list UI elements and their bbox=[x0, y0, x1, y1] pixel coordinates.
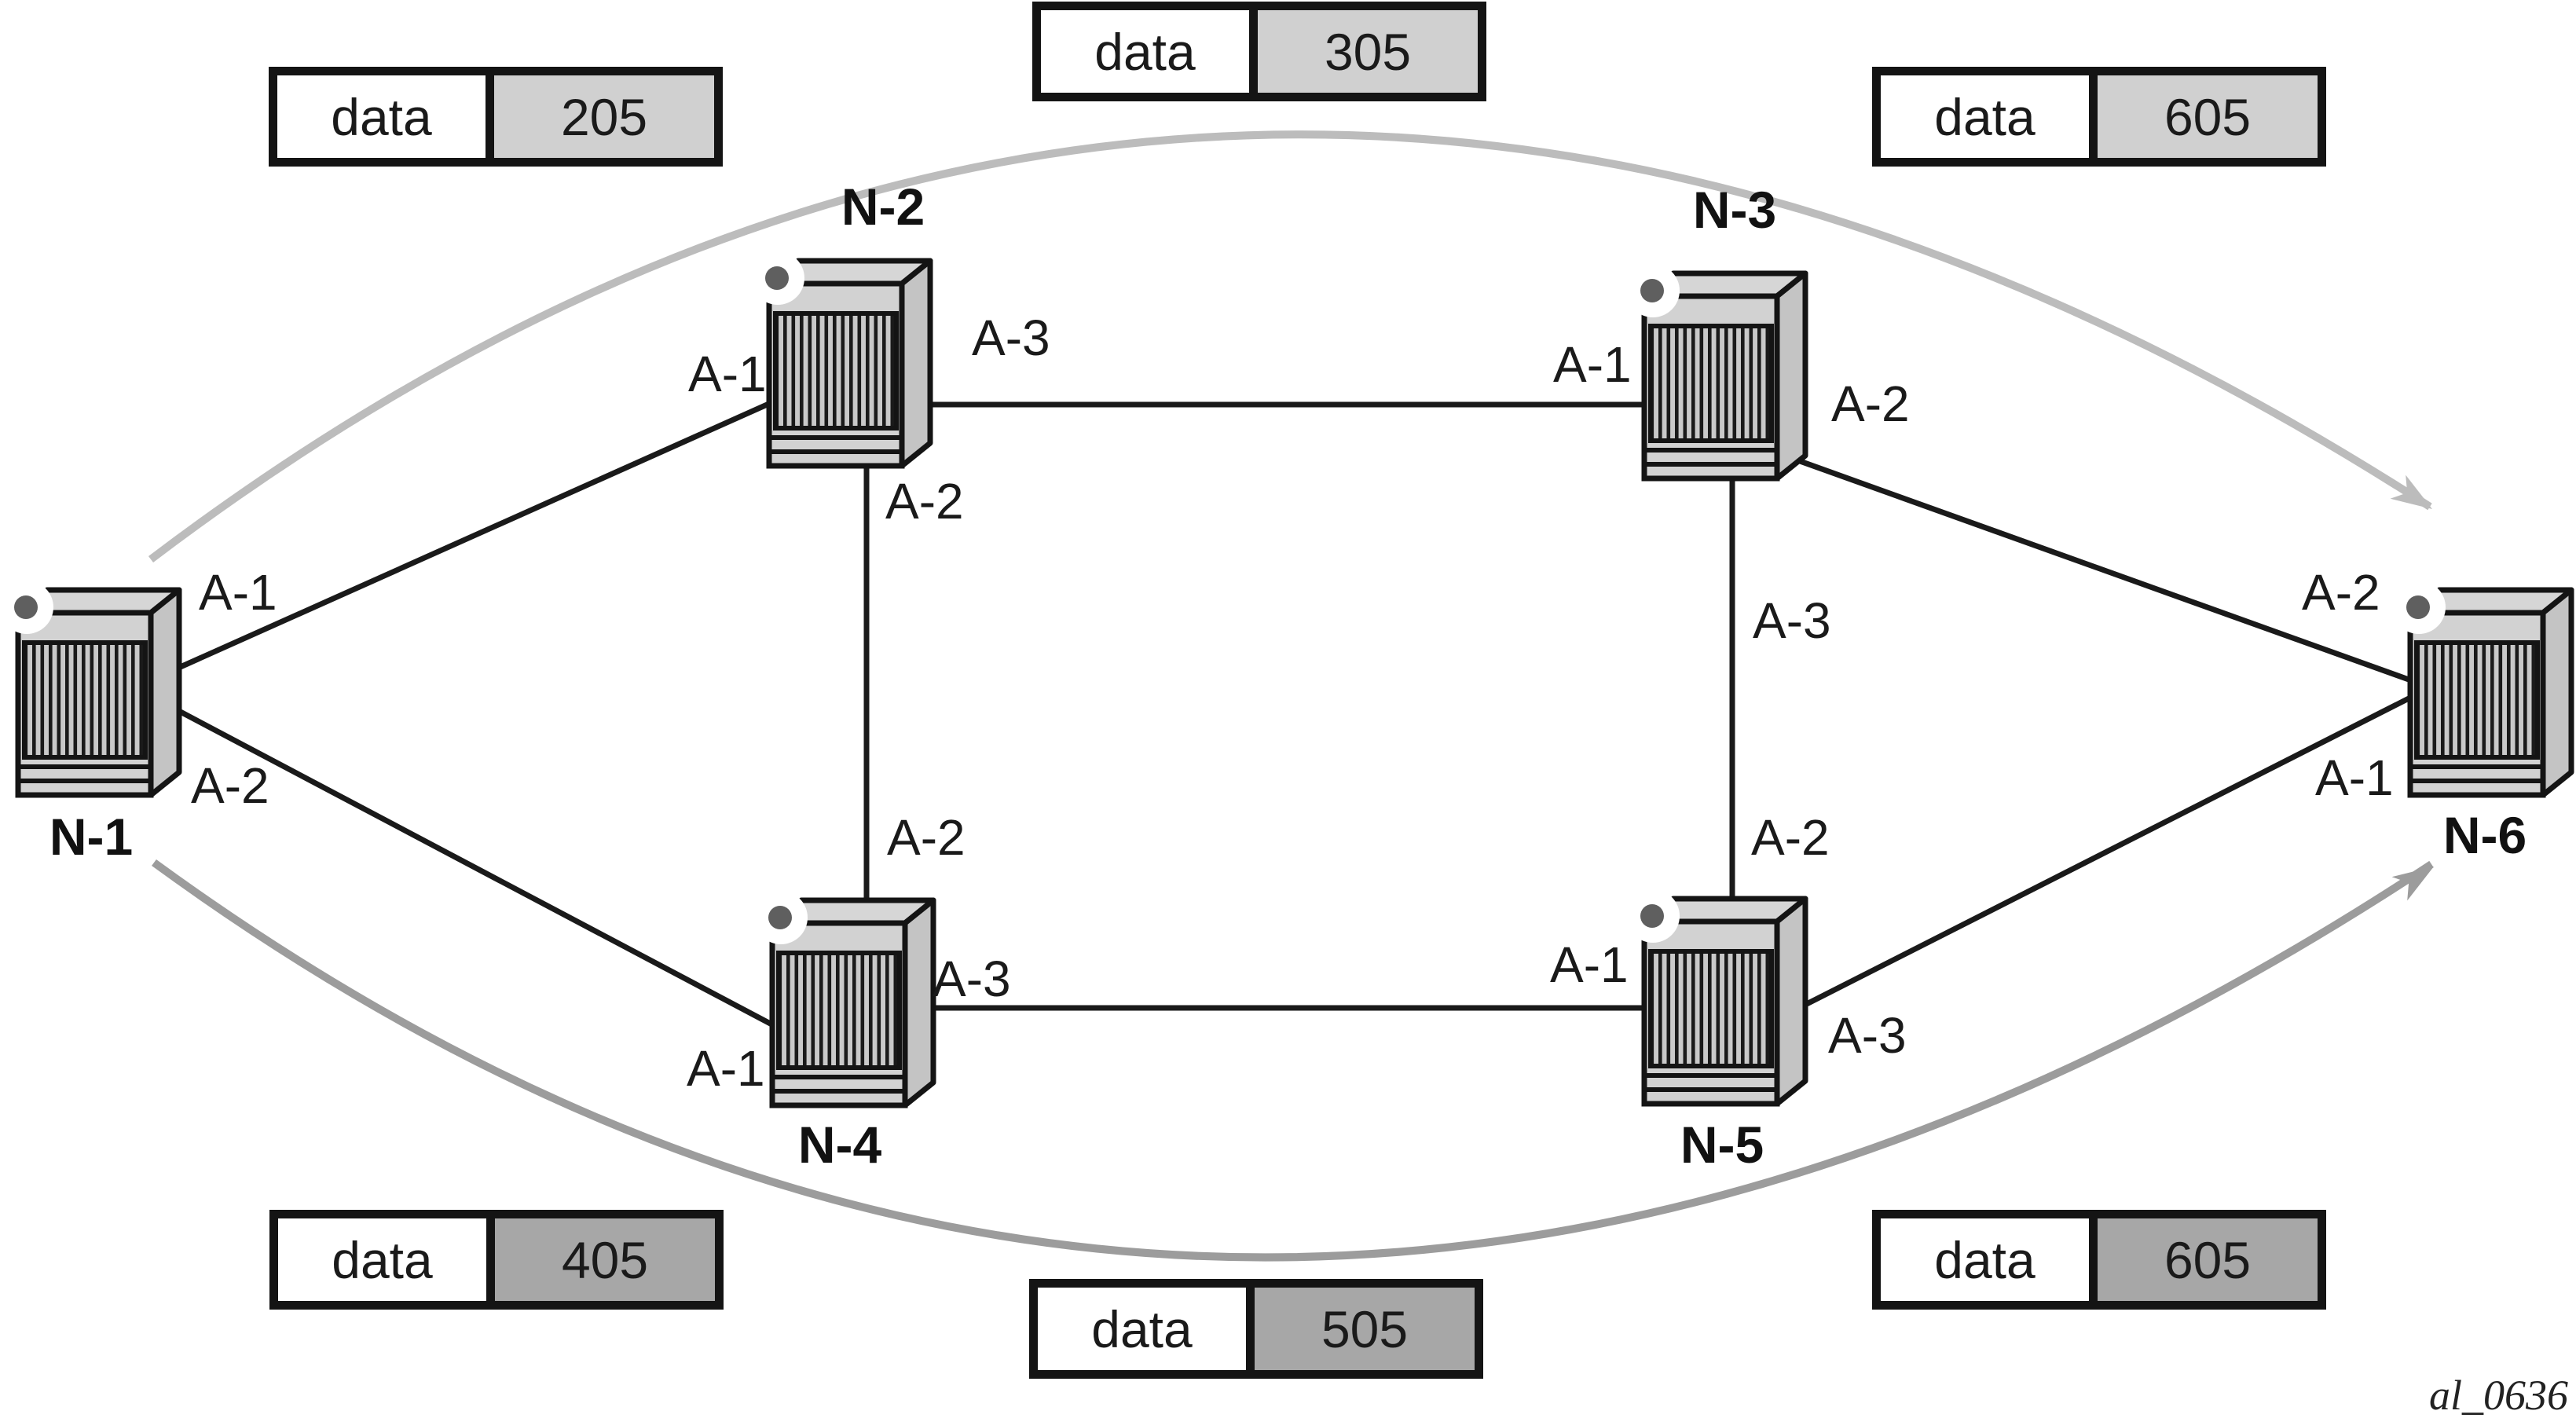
node-n4-icon bbox=[754, 891, 933, 1105]
databox-305-label: data bbox=[1041, 10, 1249, 93]
port-label-n1-a1: A-1 bbox=[199, 564, 277, 621]
flow-arrow-top bbox=[148, 130, 2432, 562]
databox-605-bottom-value: 605 bbox=[2089, 1218, 2318, 1301]
link-n1a1-n2a1 bbox=[159, 396, 781, 679]
port-label-n4-a1: A-1 bbox=[687, 1040, 765, 1097]
databox-505-label: data bbox=[1038, 1288, 1246, 1370]
node-n6-icon bbox=[2392, 581, 2571, 795]
databox-605-bottom: data 605 bbox=[1872, 1210, 2326, 1310]
node-n3-icon bbox=[1626, 264, 1805, 478]
flow-arrowhead-bottom bbox=[2391, 867, 2434, 901]
port-label-n6-a1: A-1 bbox=[2315, 749, 2394, 806]
port-label-n5-a1: A-1 bbox=[1550, 936, 1629, 993]
databox-305-value: 305 bbox=[1249, 10, 1478, 93]
port-label-n5-a3: A-3 bbox=[1828, 1007, 1907, 1064]
port-label-n2-a1: A-1 bbox=[688, 346, 767, 402]
databox-605-top-label: data bbox=[1881, 75, 2089, 158]
port-label-n2-a2: A-2 bbox=[885, 473, 964, 529]
flow-arrow-bottom bbox=[152, 859, 2434, 1262]
flow-arrowhead-top bbox=[2390, 474, 2432, 509]
node-n2-icon bbox=[751, 251, 930, 466]
port-label-n2-a3: A-3 bbox=[972, 310, 1050, 366]
databox-205-value: 205 bbox=[486, 75, 714, 158]
node-label-n5: N-5 bbox=[1680, 1116, 1764, 1174]
port-label-n3-a1: A-1 bbox=[1553, 336, 1632, 393]
node-label-n3: N-3 bbox=[1692, 181, 1777, 239]
figure-watermark: al_0636 bbox=[2428, 1372, 2568, 1418]
node-n5-icon bbox=[1626, 889, 1805, 1104]
link-n3a2-n6a2 bbox=[1790, 455, 2421, 687]
port-label-n5-a2: A-2 bbox=[1751, 809, 1830, 866]
databox-205: data 205 bbox=[269, 67, 723, 167]
node-label-n1: N-1 bbox=[49, 808, 134, 866]
databox-305: data 305 bbox=[1032, 2, 1486, 101]
node-label-n6: N-6 bbox=[2442, 806, 2527, 864]
node-n1-icon bbox=[0, 581, 179, 795]
port-label-n4-a3: A-3 bbox=[933, 951, 1011, 1007]
databox-605-top-value: 605 bbox=[2089, 75, 2318, 158]
port-label-n4-a2: A-2 bbox=[887, 809, 966, 866]
databox-405: data 405 bbox=[269, 1210, 724, 1310]
node-label-n4: N-4 bbox=[797, 1116, 882, 1174]
databox-405-label: data bbox=[278, 1218, 486, 1301]
port-label-n1-a2: A-2 bbox=[191, 757, 269, 814]
port-label-n3-a2: A-2 bbox=[1831, 376, 1910, 432]
databox-505-value: 505 bbox=[1246, 1288, 1475, 1370]
port-label-n3-a3: A-3 bbox=[1753, 592, 1831, 649]
databox-505: data 505 bbox=[1029, 1279, 1483, 1379]
databox-405-value: 405 bbox=[486, 1218, 715, 1301]
link-n5a3-n6a1 bbox=[1790, 690, 2421, 1015]
link-n1a2-n4a1 bbox=[159, 698, 779, 1031]
databox-205-label: data bbox=[277, 75, 486, 158]
port-label-n6-a2: A-2 bbox=[2302, 564, 2380, 621]
databox-605-bottom-label: data bbox=[1881, 1218, 2089, 1301]
node-label-n2: N-2 bbox=[841, 178, 925, 236]
databox-605-top: data 605 bbox=[1872, 67, 2326, 167]
